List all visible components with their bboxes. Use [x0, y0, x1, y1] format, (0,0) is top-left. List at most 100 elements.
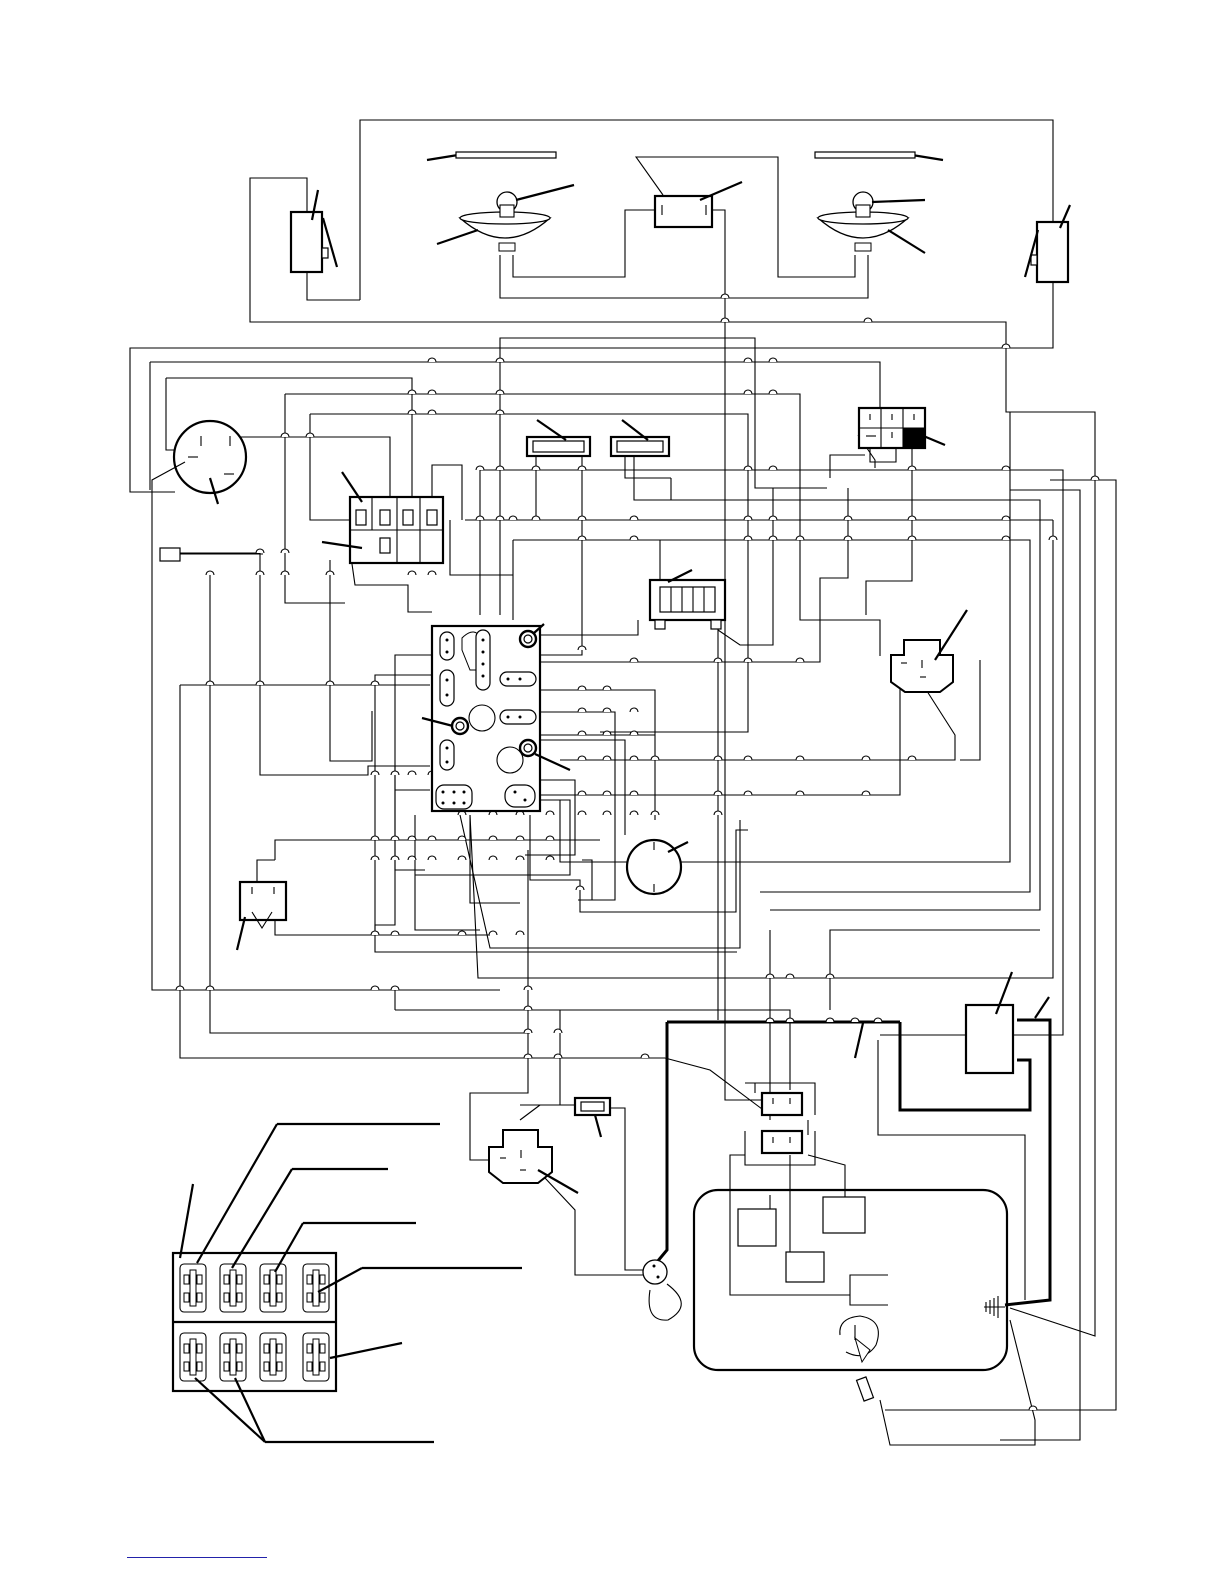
wire-hop: [744, 791, 752, 795]
wire-hop: [1002, 466, 1010, 470]
wire-hop: [496, 358, 504, 362]
wire-hop: [546, 811, 554, 815]
wire-hop: [1002, 516, 1010, 520]
wire-hop: [630, 658, 638, 662]
main-harness-connector: [422, 624, 570, 811]
wire-hop: [371, 986, 379, 990]
wire-hop: [281, 571, 289, 575]
wire-hop: [796, 791, 804, 795]
wire-hop: [496, 466, 504, 470]
wire-hop: [408, 390, 416, 394]
wire-hop: [578, 536, 586, 540]
wire-hop: [786, 1018, 794, 1022]
wire-hop: [862, 756, 870, 760]
wire-hop: [578, 708, 586, 712]
wire-hop: [428, 410, 436, 414]
wire-hop: [630, 708, 638, 712]
wire-hop: [744, 390, 752, 394]
wire-hop: [796, 756, 804, 760]
wire-hop: [578, 646, 586, 650]
wire-hop: [769, 536, 777, 540]
starter-fuse-icon: [575, 1098, 610, 1137]
wire-hop: [1002, 344, 1010, 348]
wire-hop: [578, 756, 586, 760]
wire-hop: [524, 986, 532, 990]
wire-hop: [844, 536, 852, 540]
gauge-icon: [627, 840, 688, 894]
horn-relay-box: [655, 182, 742, 227]
wire-hop: [1002, 536, 1010, 540]
wire-hop: [546, 856, 554, 860]
wire-hop: [908, 536, 916, 540]
wire-hop: [766, 1018, 774, 1022]
wire-hop: [206, 681, 214, 685]
wire-hop: [630, 791, 638, 795]
wire-hop: [721, 318, 729, 322]
wire-hop: [651, 811, 659, 815]
wire-hop: [371, 856, 379, 860]
wire-hop: [744, 516, 752, 520]
wire-hop: [408, 856, 416, 860]
starter-solenoid-icon: [643, 1260, 681, 1320]
wire-hop: [532, 466, 540, 470]
wire-hop: [714, 658, 722, 662]
wire-hop: [603, 811, 611, 815]
wire-hop: [476, 516, 484, 520]
wire-hop: [630, 536, 638, 540]
fuse-holder-2: [611, 420, 669, 456]
wire-hop: [281, 549, 289, 553]
wire-hop: [630, 756, 638, 760]
wire-hop: [576, 886, 584, 890]
wire-hop: [630, 516, 638, 520]
wire-hop: [826, 974, 834, 978]
wire-hop: [408, 410, 416, 414]
wire-hop: [326, 681, 334, 685]
wire-hop: [524, 1054, 532, 1058]
wire-hop: [844, 516, 852, 520]
wire-hop: [428, 571, 436, 575]
rocker-switch-block: [322, 472, 443, 563]
wire-hop: [766, 974, 774, 978]
wire-hop: [458, 836, 466, 840]
wire-hop: [489, 836, 497, 840]
wire-hop: [578, 686, 586, 690]
wire-hop: [371, 771, 379, 775]
wire-hop: [721, 294, 729, 298]
battery-icon: [966, 972, 1049, 1073]
wire-hop: [744, 358, 752, 362]
wire-hop: [908, 516, 916, 520]
wire-hop: [408, 771, 416, 775]
ground-terminal-icon: [984, 1296, 1005, 1318]
wire-hop: [864, 318, 872, 322]
wire-harness: [130, 120, 1116, 1445]
wire-hop: [1091, 476, 1099, 480]
wire-hop: [458, 931, 466, 935]
right-headlight-bar: [815, 152, 943, 160]
wire-hop: [391, 771, 399, 775]
temperature-sensor-icon: [857, 1377, 874, 1401]
wire-hop: [769, 390, 777, 394]
relay-cell: [260, 1333, 286, 1381]
wire-hop: [176, 986, 184, 990]
wire-hop: [489, 931, 497, 935]
wire-hop: [256, 571, 264, 575]
wire-hop: [578, 811, 586, 815]
hour-meter-icon: [650, 570, 725, 629]
inline-fuse-icon: [160, 548, 263, 561]
wire-hop: [391, 931, 399, 935]
left-headlight-bar: [427, 152, 556, 160]
wire-hop: [651, 756, 659, 760]
wire-hop: [603, 756, 611, 760]
wire-hop: [603, 686, 611, 690]
wire-hop: [796, 658, 804, 662]
right-flasher-box: [1025, 205, 1070, 282]
wire-hop: [496, 516, 504, 520]
wire-hop: [428, 856, 436, 860]
wire-hop: [862, 791, 870, 795]
wire-hop: [476, 466, 484, 470]
relay-cell: [303, 1333, 329, 1381]
wire-hop: [524, 1029, 532, 1033]
wire-hop: [826, 1018, 834, 1022]
wire-hop: [428, 836, 436, 840]
wire-hop: [796, 536, 804, 540]
